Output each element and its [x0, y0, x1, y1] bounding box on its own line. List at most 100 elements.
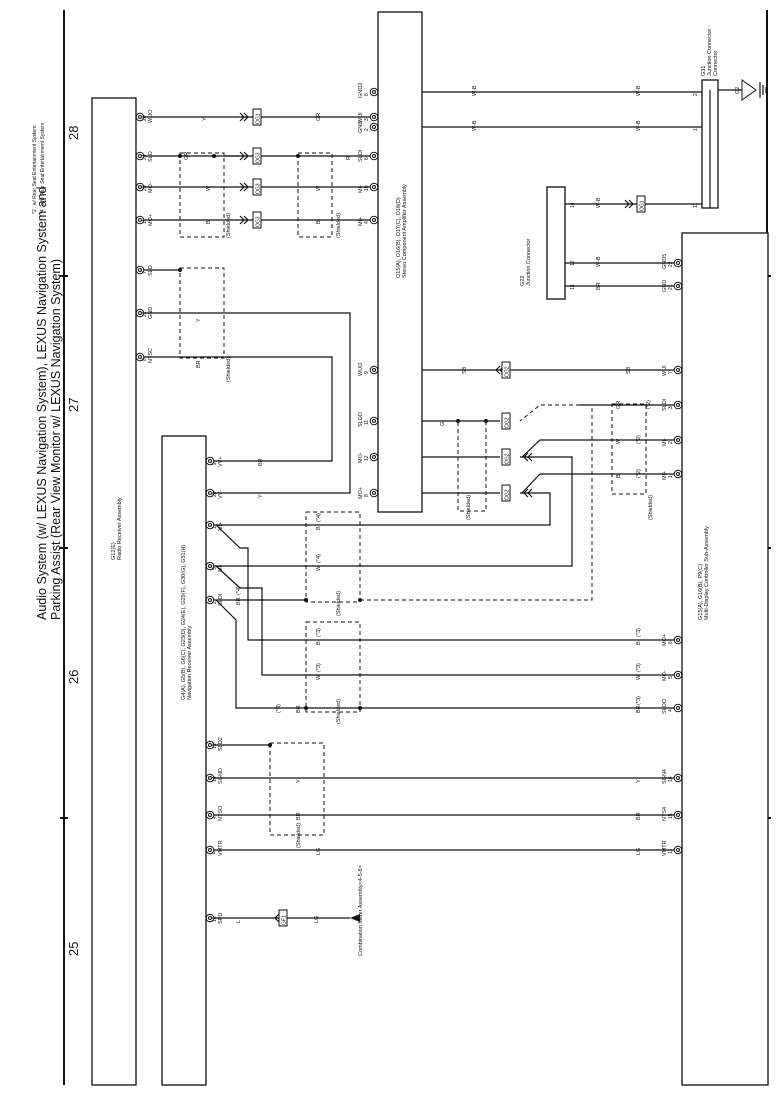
wire: [215, 599, 682, 709]
splice-dot: [358, 706, 362, 710]
pin-center: [372, 491, 376, 495]
amp-pin-number: 12: [364, 455, 370, 461]
wire-color-label: BR: [596, 282, 602, 290]
mdc-code: G15(A), G16(B), P9(C): [698, 564, 704, 620]
splice-box: [278, 909, 288, 927]
wire-color-label: BR: [296, 705, 302, 713]
shield-drain: [519, 404, 580, 422]
pin-center: [372, 90, 376, 94]
g31-name: Junction Connector: [707, 28, 713, 76]
splice-label: OG2: [505, 417, 511, 428]
mdc-pin-number: 22: [668, 261, 674, 267]
wire-color-label: B: [616, 474, 622, 478]
shielded-label: (Shielded): [336, 213, 342, 238]
pin-center: [676, 368, 680, 372]
splice-label: OG2: [505, 489, 511, 500]
pin-center: [676, 261, 680, 265]
amp-pin-number: 8: [364, 93, 370, 96]
note-label: (*4): [236, 586, 242, 595]
amp-pin-terminal: MI-: [358, 185, 364, 193]
amp-pin-terminal: SLDI: [358, 149, 364, 162]
splice-box: [252, 147, 262, 165]
splice-label: OG2: [505, 453, 511, 464]
mdc-pin-terminal: SLDO: [662, 698, 668, 714]
wire-color-label: B: [636, 641, 642, 645]
note-label: (*3): [316, 663, 322, 672]
connector-arrow: [243, 215, 249, 225]
radio-pin-number: 11: [142, 219, 148, 224]
g31-code: G31: [701, 66, 707, 76]
connector-arrow: [495, 365, 501, 375]
radio-pin-number: 26: [142, 115, 148, 121]
shield-box: [269, 742, 325, 836]
wire: [521, 439, 682, 458]
amp-pin-terminal: MO+: [358, 487, 364, 499]
splice-dot: [358, 598, 362, 602]
amp-pin-terminal: GND: [358, 121, 364, 133]
wire-color-label: W-B: [596, 197, 602, 208]
wire-color-label: W-B: [636, 85, 642, 96]
junction-connector-g22: [546, 186, 566, 300]
note-label: (*2): [636, 435, 642, 444]
amp-pin-number: 9: [364, 371, 370, 374]
pin-center: [676, 673, 680, 677]
amp-pin-number: 6: [364, 157, 370, 160]
wire-color-label: BR: [636, 705, 642, 713]
pins-layer: [135, 87, 683, 927]
ground-symbol: G2: [718, 79, 767, 101]
pin-center: [676, 438, 680, 442]
mdc-pin-number: 15: [668, 813, 674, 819]
pin-center: [372, 115, 376, 119]
splice-dot: [296, 154, 300, 158]
wire-color-label: Y: [202, 117, 208, 121]
splice-dot: [178, 268, 182, 272]
nav-pin-terminal: SLDI: [218, 593, 224, 606]
splice-dot: [484, 419, 488, 423]
splice-dot: [178, 154, 182, 158]
nav-pin-terminal: SGND: [218, 768, 224, 784]
nav-pin-terminal: SPD: [218, 913, 224, 924]
splice-dot: [456, 419, 460, 423]
splice-box: [501, 484, 511, 502]
mdc-pin-terminal: SLDI: [662, 398, 668, 411]
splice-label: GF1: [282, 915, 288, 925]
page-title: Audio System (w/ LEXUS Navigation System…: [35, 186, 49, 620]
nav-pin-terminal: MI+: [218, 522, 224, 531]
pin-center: [676, 813, 680, 817]
radio-pin-terminal: GND: [148, 307, 154, 319]
wire-color-label: BR: [258, 458, 264, 466]
wire-color-label: GR: [316, 113, 322, 121]
shields-layer: [179, 152, 647, 836]
wire-color-label: G: [440, 422, 446, 426]
wire-color-label: BR: [196, 360, 202, 368]
g22-code: G22: [520, 276, 526, 286]
wire-color-label: W: [316, 185, 322, 191]
note-label: (*4): [316, 554, 322, 563]
footnote: *2 : w/ Rear Seat Entertainment System: [32, 126, 38, 214]
zone-number: 25: [66, 942, 81, 956]
wire-color-label: BR: [636, 812, 642, 820]
wire-color-label: W-B: [472, 85, 478, 96]
nav-pin-number: 9: [212, 462, 218, 465]
junction-pin-number: 12: [570, 260, 576, 266]
splice-box: [636, 195, 646, 213]
splice-label: OG2: [505, 366, 511, 377]
radio-pin-number: 8: [142, 358, 148, 361]
connector-arrow: [523, 488, 529, 498]
wire-color-label: B: [316, 526, 322, 530]
shielded-label: (Shielded): [466, 495, 472, 520]
pin-center: [208, 598, 212, 602]
zone-number: 27: [66, 398, 81, 412]
pin-center: [138, 154, 142, 158]
pin-center: [208, 491, 212, 495]
splice-box: [252, 211, 262, 229]
page-subtitle: Parking Assist (Rear View Monitor w/ LEX…: [49, 259, 63, 620]
amp-pin-number: 4: [364, 221, 370, 224]
nav-pin-number: 15: [212, 743, 218, 749]
mdc-pin-number: 1: [668, 475, 674, 478]
shielded-label: (Shielded): [336, 699, 342, 724]
pin-center: [676, 403, 680, 407]
radio-pin-number: 24: [142, 154, 148, 160]
splice-dot: [212, 154, 216, 158]
shield-box: [305, 621, 361, 713]
